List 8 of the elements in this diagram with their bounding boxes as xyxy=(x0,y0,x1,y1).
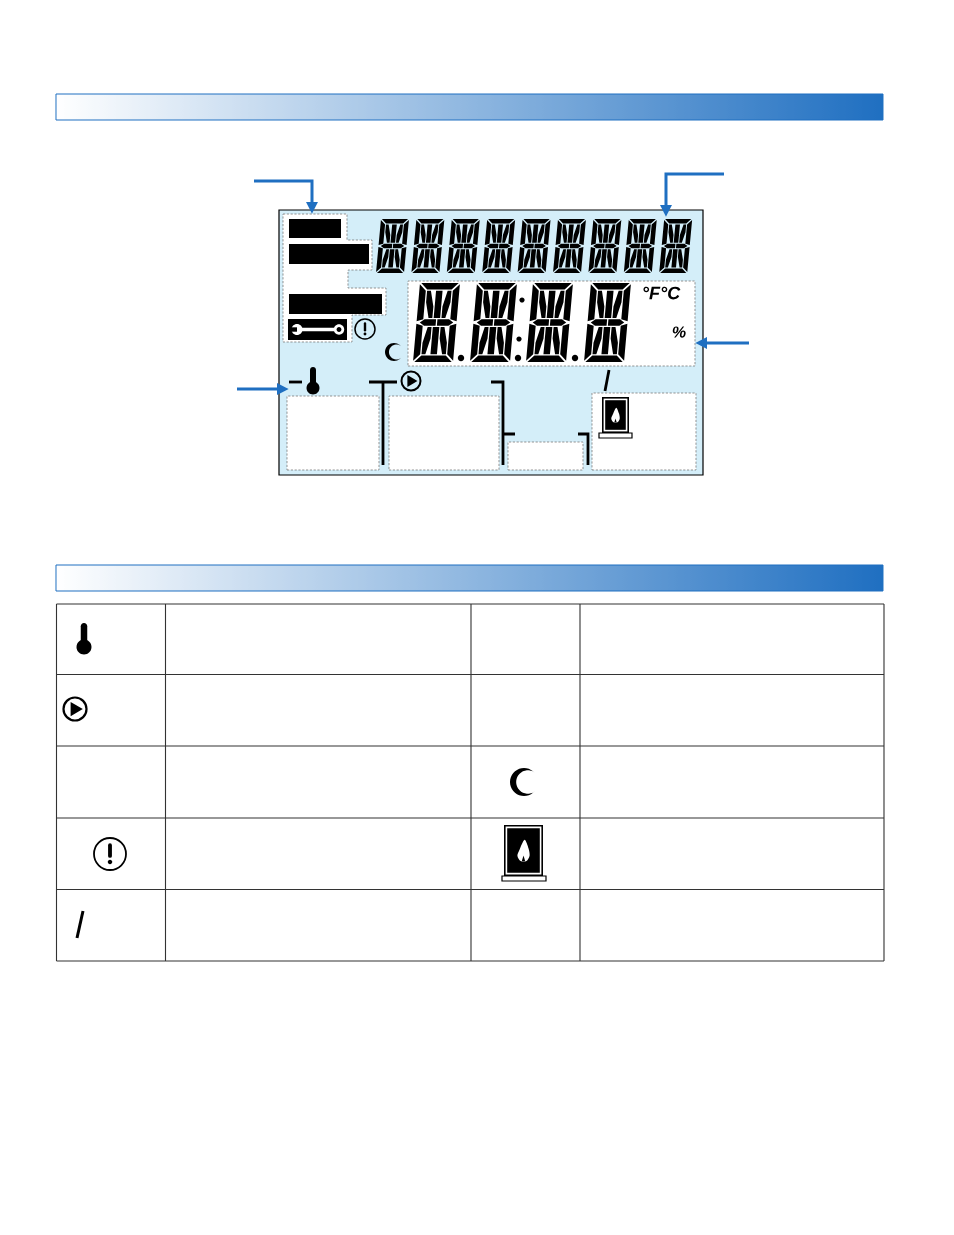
display-bar xyxy=(289,219,341,238)
display-zone xyxy=(507,441,584,471)
display-bar xyxy=(289,244,369,264)
display-bar xyxy=(289,294,382,314)
display-zone xyxy=(388,395,500,471)
display-zone xyxy=(286,395,380,471)
unit-label: °F°C xyxy=(643,286,681,300)
unit-label: % xyxy=(672,326,686,338)
